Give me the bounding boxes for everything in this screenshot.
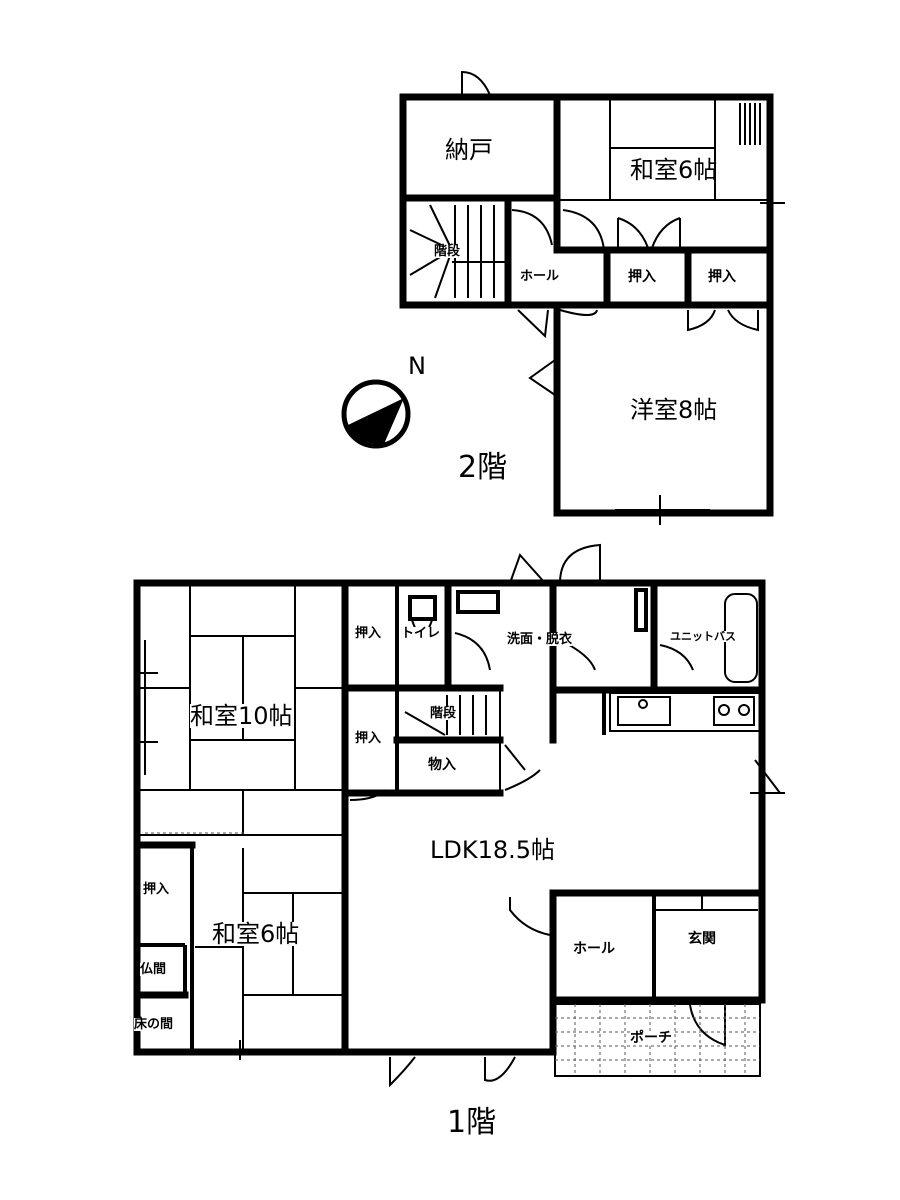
room-label-ldk-1f: LDK18.5帖 <box>430 836 556 864</box>
room-label-unit-bath-1f: ユニットバス <box>670 630 736 643</box>
room-label-storage-1f: 物入 <box>428 757 456 773</box>
floor1-walls <box>133 579 766 1056</box>
room-label-washitsu6-2f: 和室6帖 <box>630 156 718 184</box>
floor-label-2f: 2階 <box>458 450 508 485</box>
room-label-washroom-1f: 洗面・脱衣 <box>507 632 573 647</box>
floor-label-1f: 1階 <box>447 1105 497 1140</box>
room-label-butsuma-1f: 仏間 <box>140 962 167 977</box>
room-label-closet-lower-1f: 押入 <box>355 731 382 746</box>
room-label-stairs-2f: 階段 <box>434 244 461 259</box>
room-label-washitsu6-1f: 和室6帖 <box>212 920 300 948</box>
room-label-closet1-2f: 押入 <box>628 269 656 285</box>
floor2-walls <box>399 93 774 517</box>
room-label-hall-1f: ホール <box>573 941 615 957</box>
room-label-porch-1f: ポーチ <box>630 1030 672 1046</box>
compass-north-label: N <box>408 352 426 380</box>
room-label-washitsu10-1f: 和室10帖 <box>190 702 293 730</box>
room-label-youshitsu8-2f: 洋室8帖 <box>630 396 718 424</box>
room-label-hall-2f: ホール <box>520 269 560 284</box>
room-label-closet-upper-1f: 押入 <box>355 626 382 641</box>
room-label-toilet-1f: トイレ <box>401 626 441 641</box>
room-label-tokonoma-1f: 床の間 <box>134 1017 174 1032</box>
room-label-closet-side-1f: 押入 <box>143 882 170 897</box>
room-label-storage-2f: 納戸 <box>445 136 493 164</box>
room-label-entrance-1f: 玄関 <box>688 931 716 947</box>
room-label-closet2-2f: 押入 <box>708 269 736 285</box>
compass-icon <box>341 379 411 449</box>
room-label-stairs-1f: 階段 <box>430 706 457 721</box>
